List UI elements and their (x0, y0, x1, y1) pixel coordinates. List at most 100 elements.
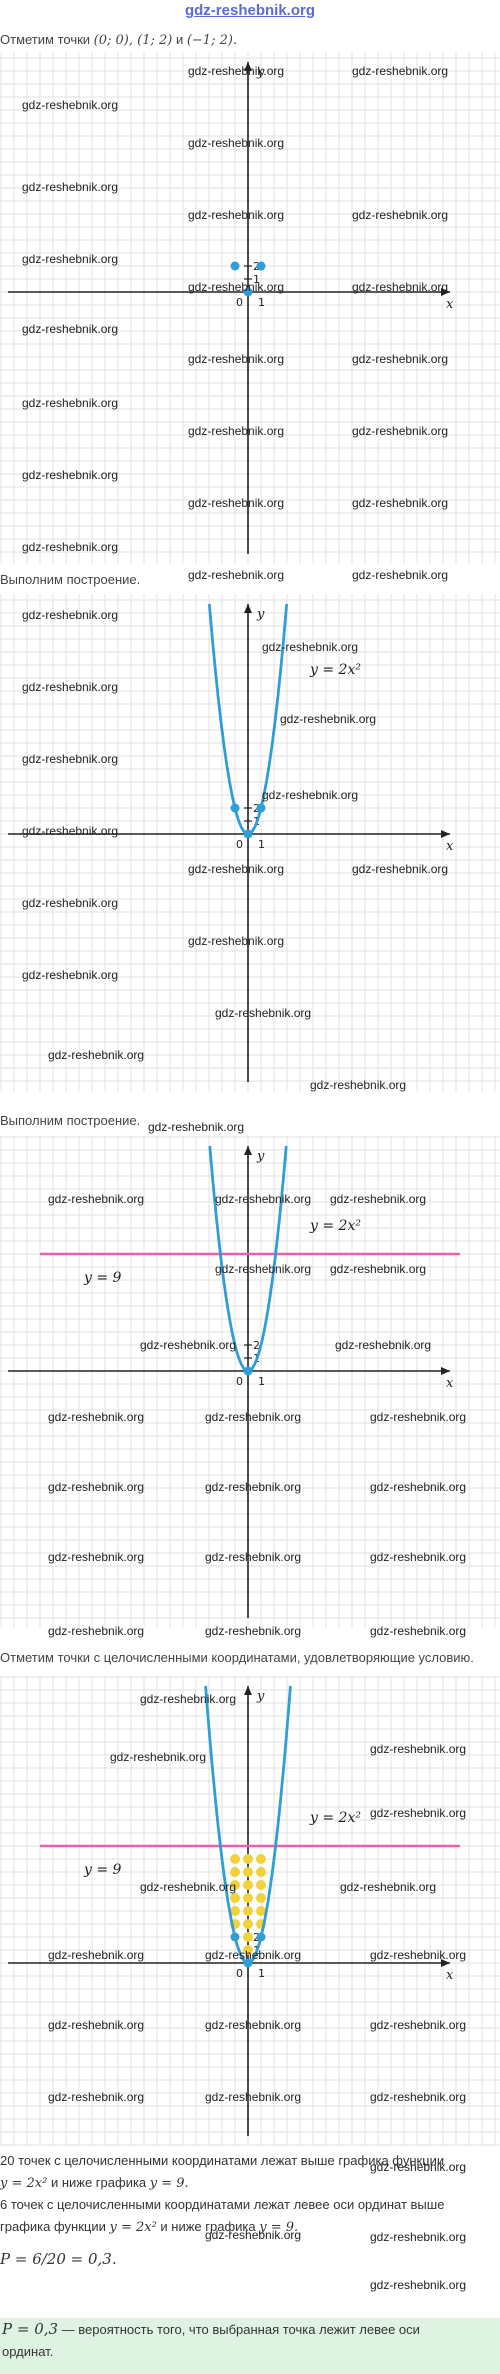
y-axis-arrow (244, 604, 252, 613)
result-box: P = 0,3 — вероятность того, что выбранна… (0, 2318, 500, 2374)
parabola-label: y = 2x² (309, 1218, 361, 1234)
watermark-text: gdz-reshebnik.org (22, 540, 119, 554)
watermark-text: gdz-reshebnik.org (22, 608, 119, 622)
watermark-text: gdz-reshebnik.org (140, 1692, 237, 1706)
integer-point (243, 1919, 253, 1929)
watermark-text: gdz-reshebnik.org (205, 1410, 302, 1424)
result-value: P = 0,3 (2, 2320, 59, 2338)
y-axis-label: y (256, 65, 265, 80)
watermark-text: gdz-reshebnik.org (352, 862, 449, 876)
watermark-text: gdz-reshebnik.org (352, 496, 449, 510)
marked-point (230, 803, 240, 813)
watermark-text: gdz-reshebnik.org (188, 424, 285, 438)
caption-step-3: Выполним построение. (0, 1113, 141, 1128)
integer-point (243, 1854, 253, 1864)
watermark-text: gdz-reshebnik.org (148, 1120, 245, 1134)
watermark-text: gdz-reshebnik.org (22, 896, 119, 910)
caption-step-1-points: (0; 0), (1; 2) (93, 33, 173, 48)
watermark-text: gdz-reshebnik.org (370, 1550, 467, 1564)
watermark-text: gdz-reshebnik.org (48, 1410, 145, 1424)
watermark-text: gdz-reshebnik.org (335, 1338, 432, 1352)
parabola-label: y = 2x² (309, 662, 361, 678)
watermark-text: gdz-reshebnik.org (140, 1880, 237, 1894)
watermark-text: gdz-reshebnik.org (22, 752, 119, 766)
watermark-text: gdz-reshebnik.org (352, 352, 449, 366)
watermark-text: gdz-reshebnik.org (370, 2278, 467, 2292)
y-axis-arrow (244, 1686, 252, 1695)
watermark-text: gdz-reshebnik.org (188, 862, 285, 876)
site-link[interactable]: gdz-reshebnik.org (184, 2, 315, 19)
marked-point (230, 261, 240, 271)
y-tick-2-label: 2 (253, 1339, 260, 1352)
answer-line-4-mid: и ниже графика (156, 2219, 260, 2234)
watermark-text: gdz-reshebnik.org (370, 2090, 467, 2104)
watermark-text: gdz-reshebnik.org (370, 1410, 467, 1424)
watermark-text: gdz-reshebnik.org (188, 64, 285, 78)
integer-point (256, 1906, 266, 1916)
watermark-text: gdz-reshebnik.org (352, 424, 449, 438)
watermark-text: gdz-reshebnik.org (352, 208, 449, 222)
watermark-text: gdz-reshebnik.org (110, 1750, 207, 1764)
integer-point (230, 1854, 240, 1864)
x-axis-arrow (441, 1959, 450, 1967)
answer-line-4-line: y = 9. (259, 2220, 299, 2235)
watermark-text: gdz-reshebnik.org (370, 1948, 467, 1962)
watermark-text: gdz-reshebnik.org (215, 1262, 312, 1276)
y-tick-1-label: 1 (253, 273, 260, 286)
probability-formula-text: P = 6/20 = 0,3. (0, 2250, 117, 2268)
integer-point (256, 1880, 266, 1890)
x-tick-1-label: 1 (258, 1967, 265, 1980)
integer-point (230, 1893, 240, 1903)
x-axis-label: x (446, 1968, 454, 1983)
y-axis-label: y (256, 1149, 265, 1164)
watermark-text: gdz-reshebnik.org (22, 98, 119, 112)
result-line-2: ординат. (2, 2344, 54, 2359)
answer-line-4-prefix: графика функции (0, 2219, 110, 2234)
x-tick-1-label: 1 (258, 838, 265, 851)
y-axis-label: y (256, 607, 265, 622)
answer-line-2-line: y = 9. (149, 2176, 189, 2191)
watermark-text: gdz-reshebnik.org (48, 2090, 145, 2104)
y-tick-2-label: 2 (253, 260, 260, 273)
watermark-text: gdz-reshebnik.org (370, 1480, 467, 1494)
watermark-text: gdz-reshebnik.org (352, 568, 449, 582)
watermark-text: gdz-reshebnik.org (48, 1048, 145, 1062)
watermark-text: gdz-reshebnik.org (205, 1948, 302, 1962)
caption-step-1-and: и (172, 32, 187, 47)
watermark-text: gdz-reshebnik.org (330, 1262, 427, 1276)
line-y-9-label: y = 9 (83, 1862, 122, 1878)
watermark-text: gdz-reshebnik.org (188, 496, 285, 510)
caption-step-2: Выполним построение. (0, 572, 141, 587)
y-axis-label: y (256, 1689, 265, 1704)
answer-line-2: y = 2x² и ниже графика y = 9. (0, 2172, 500, 2195)
watermark-text: gdz-reshebnik.org (22, 824, 119, 838)
watermark-text: gdz-reshebnik.org (370, 2160, 467, 2174)
answer-line-2-func: y = 2x² (0, 2176, 48, 2191)
marked-point (243, 1366, 253, 1376)
result-line-1: P = 0,3 — вероятность того, что выбранна… (0, 2318, 500, 2341)
watermark-text: gdz-reshebnik.org (188, 568, 285, 582)
marked-point (243, 1958, 253, 1968)
watermark-text: gdz-reshebnik.org (188, 934, 285, 948)
answer-line-1: 20 точек с целочисленными координатами л… (0, 2153, 445, 2168)
watermark-text: gdz-reshebnik.org (262, 788, 359, 802)
watermark-text: gdz-reshebnik.org (48, 1948, 145, 1962)
marked-point (230, 1932, 240, 1942)
answer-line-3: 6 точек с целочисленными координатами ле… (0, 2197, 445, 2212)
watermark-text: gdz-reshebnik.org (22, 968, 119, 982)
integer-point (230, 1906, 240, 1916)
integer-point (243, 1945, 253, 1955)
watermark-text: gdz-reshebnik.org (188, 352, 285, 366)
watermark-text: gdz-reshebnik.org (48, 1550, 145, 1564)
x-axis-arrow (441, 288, 450, 296)
watermark-text: gdz-reshebnik.org (370, 1806, 467, 1820)
x-axis-arrow (441, 830, 450, 838)
origin-label: 0 (236, 1967, 243, 1980)
watermark-text: gdz-reshebnik.org (370, 2018, 467, 2032)
integer-point (256, 1854, 266, 1864)
